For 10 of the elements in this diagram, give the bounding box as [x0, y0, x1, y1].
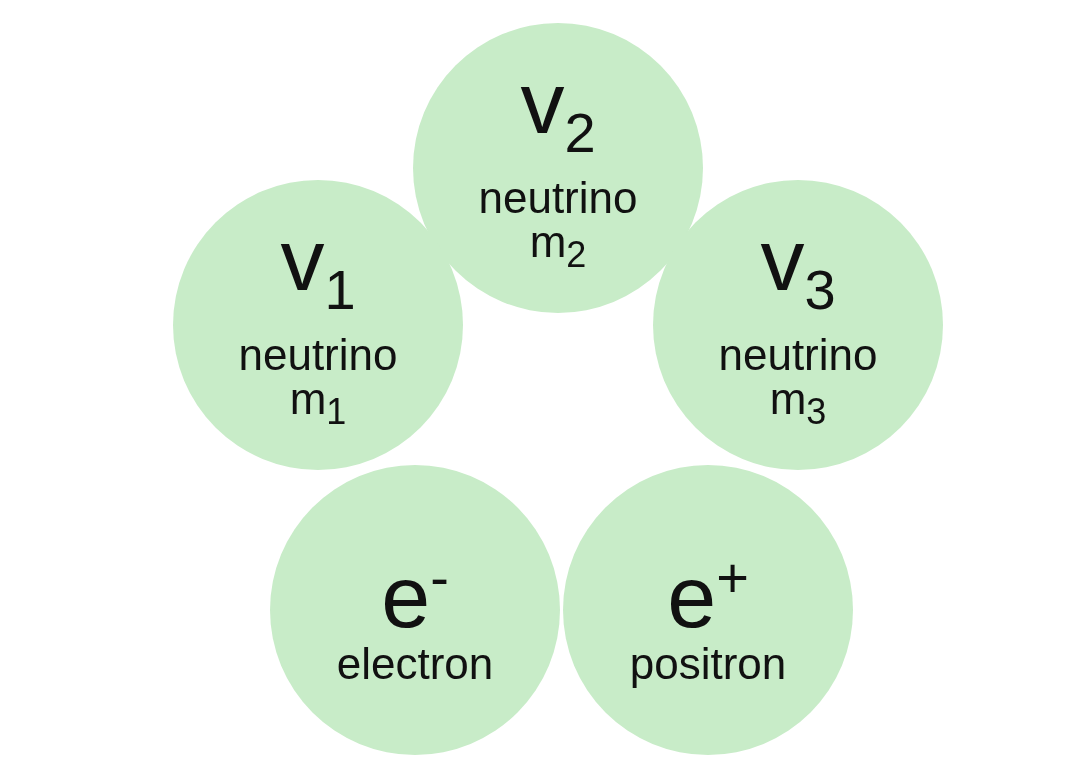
particle-name: neutrino m$_{1}$ — [237, 333, 399, 435]
particle-symbol: e$^{+}$ — [667, 545, 749, 642]
particle-symbol: e$^{-}$ — [381, 545, 449, 642]
particle-name: positron — [629, 641, 787, 686]
particle-name: neutrino m$_{2}$ — [477, 176, 639, 278]
particle-name: electron — [336, 641, 494, 686]
particle-symbol: v$_{3}$ — [760, 215, 836, 323]
particle-symbol: v$_{2}$ — [520, 58, 596, 166]
particle-symbol: v$_{1}$ — [280, 215, 356, 323]
particle-name: neutrino m$_{3}$ — [717, 333, 879, 435]
